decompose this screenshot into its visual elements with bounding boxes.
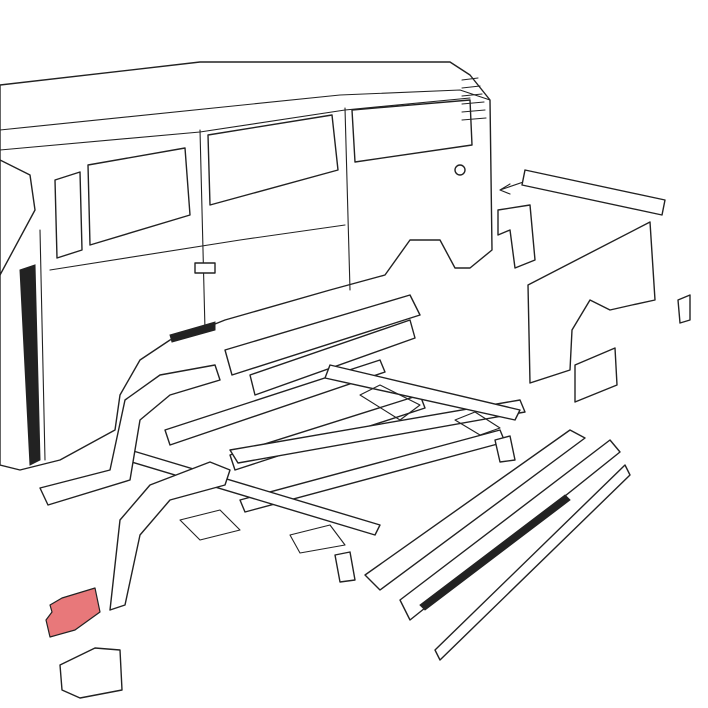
door-handle (194, 262, 216, 274)
lower-corner-part (59, 647, 123, 699)
window-front-side (87, 147, 191, 246)
windshield (0, 159, 36, 276)
window-rear (351, 99, 473, 163)
window-middle (207, 114, 339, 206)
sill-panels (224, 294, 421, 396)
door-seal (19, 264, 41, 466)
wheel-arch-parts (39, 364, 231, 611)
engine-vent-icon (461, 77, 487, 121)
rear-quarter-parts (497, 169, 691, 403)
highlighted-part[interactable] (45, 587, 101, 638)
rocker-sections (364, 429, 631, 661)
fuel-cap (454, 164, 466, 176)
floor-frame (124, 359, 526, 583)
bus-body (0, 61, 493, 471)
window-door (54, 171, 83, 259)
